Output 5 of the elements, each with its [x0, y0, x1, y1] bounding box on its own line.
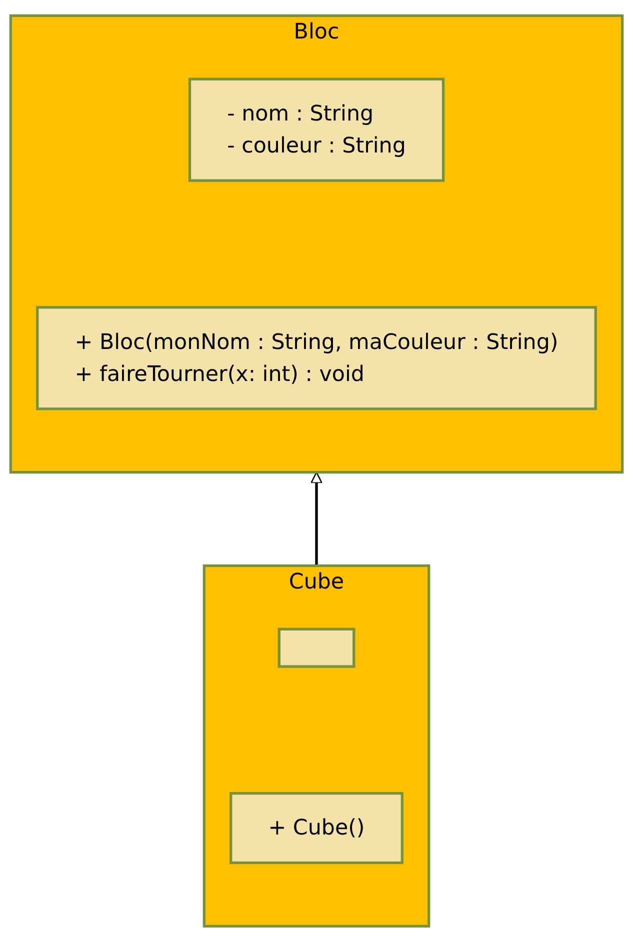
node-box: - nom : String - couleur : String: [188, 78, 445, 182]
node-box: [278, 628, 356, 668]
node-box: + Bloc(monNom : String, maCouleur : String) + faireTourner(x: int) : void: [36, 306, 597, 410]
arrow: [310, 472, 322, 566]
node-box: + Cube(): [230, 792, 404, 864]
